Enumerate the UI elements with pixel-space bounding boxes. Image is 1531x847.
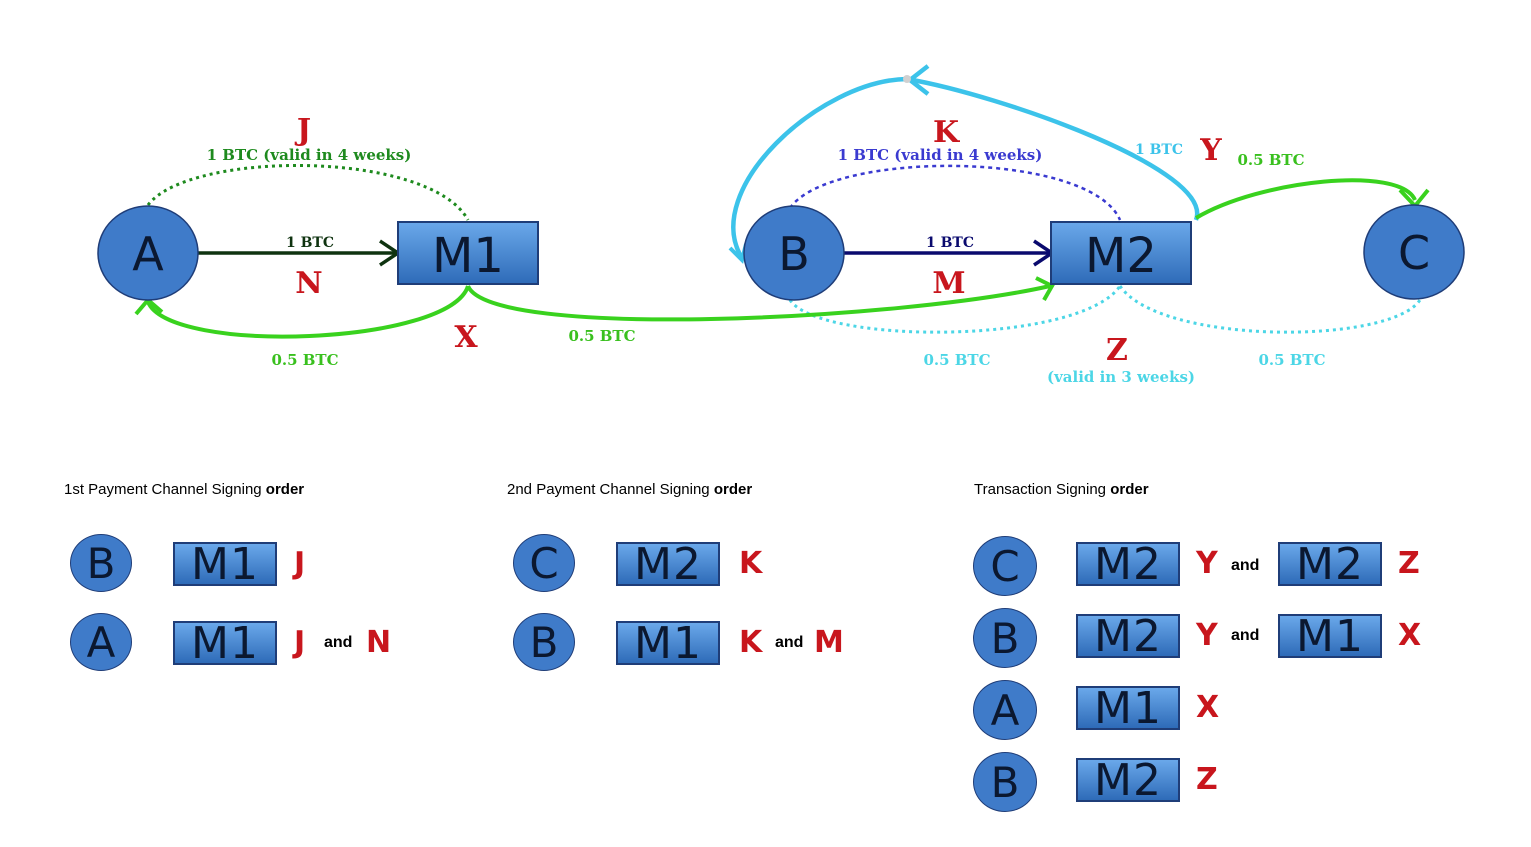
label-m1-m2-amount: 0.5 BTC: [568, 327, 635, 345]
label-z-left-amount: 0.5 BTC: [923, 351, 990, 369]
label-z: Z: [1106, 333, 1128, 368]
m1-a-return-arc: [146, 285, 470, 339]
label-a-m1-amount: 1 BTC: [286, 235, 334, 251]
first-row-2: A M1 J and N: [70, 613, 470, 677]
third-row-3-box: M1: [1076, 683, 1180, 734]
second-row-2-node: B: [513, 613, 575, 671]
third-row-1-node: C: [973, 536, 1037, 596]
y-arc-junction-dot: [903, 75, 911, 83]
third-row-2-box: M2: [1076, 611, 1180, 662]
node-m1: M1: [397, 221, 539, 285]
second-row-2-sig1: K: [739, 625, 763, 660]
third-row-2-sig1: Y: [1196, 618, 1218, 653]
section-third-title: Transaction Signing order: [974, 481, 1149, 498]
label-a-return-amount: 0.5 BTC: [271, 351, 338, 369]
j-dotted-arc: [146, 164, 470, 221]
third-row-2-sig2: X: [1398, 618, 1422, 653]
third-row-2-box2: M1: [1278, 611, 1382, 662]
third-row-4-box: M2: [1076, 755, 1180, 806]
first-row-1-sig1: J: [294, 546, 306, 581]
third-row-4-node: B: [973, 752, 1037, 812]
second-row-1-sig1: K: [739, 546, 763, 581]
third-row-1-and: and: [1231, 557, 1260, 574]
third-row-1-sig2: Z: [1398, 546, 1420, 581]
node-m2: M2: [1050, 221, 1192, 285]
label-j-amount: 1 BTC (valid in 4 weeks): [207, 146, 412, 164]
second-row-1-node: C: [513, 534, 575, 592]
label-k: K: [933, 115, 960, 150]
node-b: B: [743, 205, 845, 301]
first-row-2-sig2: N: [366, 625, 392, 660]
node-c: C: [1363, 204, 1465, 300]
second-row-2-sig2: M: [814, 625, 844, 660]
second-row-1-box: M2: [616, 539, 720, 590]
section-first-title: 1st Payment Channel Signing order: [64, 481, 305, 498]
third-row-1-box: M2: [1076, 539, 1180, 590]
first-row-1-box: M1: [173, 539, 277, 590]
first-row-2-and: and: [324, 634, 353, 651]
third-row-3-node: A: [973, 680, 1037, 740]
z-dotted-right-arc: [1118, 285, 1422, 334]
third-row-3: A M1 X: [973, 680, 1473, 744]
first-row-1: B M1 J: [70, 534, 470, 598]
third-row-2-and: and: [1231, 627, 1260, 644]
svg-text:A: A: [132, 227, 164, 281]
k-dotted-arc: [788, 164, 1122, 221]
m1-m2-arc: [466, 284, 1051, 322]
payment-channel-diagram: A M1 B M2 C J 1 BTC (valid in 4 weeks) 1…: [97, 64, 1465, 386]
label-x: X: [454, 320, 478, 355]
svg-text:M1: M1: [432, 228, 504, 284]
second-row-1: C M2 K: [513, 534, 913, 598]
label-m2-c-amount: 0.5 BTC: [1237, 151, 1304, 169]
svg-text:C: C: [1398, 226, 1430, 280]
label-y: Y: [1199, 133, 1222, 168]
third-row-2: B M2 Y and M1 X: [973, 608, 1473, 672]
label-y-amount: 1 BTC: [1135, 142, 1183, 158]
label-j: J: [294, 113, 311, 148]
m1-m2-arrowhead: [1035, 276, 1055, 301]
label-z-valid: (valid in 3 weeks): [1047, 368, 1195, 386]
svg-text:B: B: [778, 227, 810, 281]
second-row-2-box: M1: [616, 618, 720, 669]
m2-c-arc: [1194, 178, 1417, 220]
third-row-3-sig1: X: [1196, 690, 1220, 725]
third-row-1-sig1: Y: [1196, 546, 1218, 581]
third-row-2-node: B: [973, 608, 1037, 668]
first-row-2-node: A: [70, 613, 132, 671]
label-m: M: [932, 266, 965, 301]
node-a: A: [97, 205, 199, 301]
first-row-2-sig1: J: [294, 625, 306, 660]
first-row-2-box: M1: [173, 618, 277, 669]
third-row-4-sig1: Z: [1196, 762, 1218, 797]
svg-text:M2: M2: [1085, 228, 1157, 284]
third-row-4: B M2 Z: [973, 752, 1473, 816]
third-row-1-box2: M2: [1278, 539, 1382, 590]
label-k-amount: 1 BTC (valid in 4 weeks): [838, 146, 1043, 164]
second-row-2-and: and: [775, 634, 804, 651]
first-row-1-node: B: [70, 534, 132, 592]
second-row-2: B M1 K and M: [513, 613, 913, 677]
third-row-1: C M2 Y and M2 Z: [973, 536, 1473, 600]
section-second-title: 2nd Payment Channel Signing order: [507, 481, 753, 498]
label-b-m2-amount: 1 BTC: [926, 235, 974, 251]
label-n: N: [295, 266, 322, 301]
label-z-right-amount: 0.5 BTC: [1258, 351, 1325, 369]
